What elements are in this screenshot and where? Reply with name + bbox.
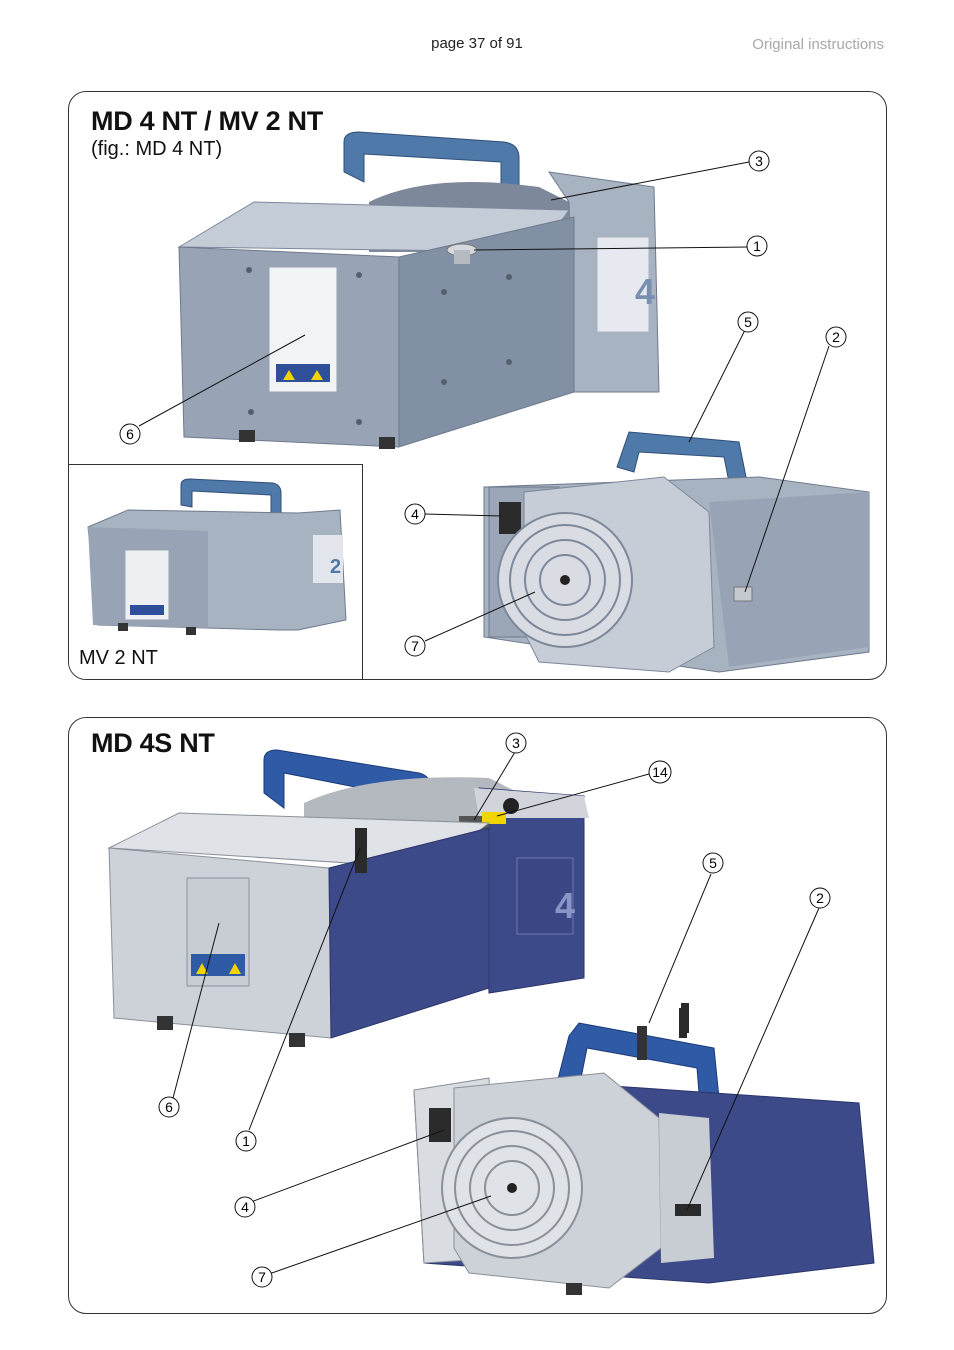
callout-markers-a: 3 1 5 2 6 4 7	[119, 150, 847, 657]
callout-3-a: 3	[748, 150, 770, 172]
svg-text:1: 1	[242, 1133, 250, 1149]
inset-label: MV 2 NT	[79, 647, 158, 669]
callout-5-a: 5	[737, 311, 759, 333]
inset-model-digit: 2	[330, 556, 341, 578]
callout-1-a: 1	[746, 235, 768, 257]
panel-md4nt-mv2nt: MD 4 NT / MV 2 NT (fig.: MD 4 NT) 4	[68, 91, 887, 680]
svg-text:3: 3	[755, 153, 763, 169]
svg-text:6: 6	[126, 426, 134, 442]
svg-text:5: 5	[744, 314, 752, 330]
panel-title: MD 4S NT	[91, 728, 215, 758]
pump-illustrations-a: 4	[138, 131, 870, 673]
callout-5-b: 5	[702, 852, 724, 874]
callout-6-b: 6	[158, 1096, 180, 1118]
callout-4-b: 4	[234, 1196, 256, 1218]
callout-6-a: 6	[119, 423, 141, 445]
model-digit-b: 4	[555, 885, 575, 926]
svg-text:7: 7	[258, 1269, 266, 1285]
panel-md4snt: MD 4S NT 4	[68, 717, 887, 1314]
svg-text:4: 4	[411, 506, 419, 522]
pump-md4nt-image: 4	[177, 131, 660, 449]
callout-3-b: 3	[505, 732, 527, 754]
page-number: page 37 of 91	[431, 35, 523, 52]
callout-2-a: 2	[825, 326, 847, 348]
svg-text:7: 7	[411, 638, 419, 654]
svg-text:1: 1	[753, 238, 761, 254]
pump-md4snt-image: 4	[107, 749, 589, 1047]
pump-illustrations-b: 4	[107, 732, 875, 1295]
callout-2-b: 2	[809, 887, 831, 909]
model-digit: 4	[635, 271, 655, 312]
inset-mv2nt: 2 MV 2 NT	[69, 464, 363, 679]
callouts-a	[138, 161, 830, 593]
svg-text:6: 6	[165, 1099, 173, 1115]
callout-lines-b	[172, 751, 820, 1275]
svg-text:3: 3	[512, 735, 520, 751]
callout-14-b: 14	[648, 760, 672, 784]
callout-7-b: 7	[251, 1266, 273, 1288]
callout-lines-a2	[424, 513, 536, 642]
header-note: Original instructions	[752, 36, 884, 53]
svg-text:14: 14	[652, 764, 668, 780]
callout-7-a: 7	[404, 635, 426, 657]
svg-text:4: 4	[241, 1199, 249, 1215]
svg-text:2: 2	[832, 329, 840, 345]
svg-text:2: 2	[816, 890, 824, 906]
callout-1-b: 1	[235, 1130, 257, 1152]
pump-md4snt-rear-image	[413, 1003, 875, 1295]
panel-subtitle: (fig.: MD 4 NT)	[91, 138, 223, 160]
panel-title: MD 4 NT / MV 2 NT	[91, 106, 323, 136]
svg-text:5: 5	[709, 855, 717, 871]
pump-md4nt-rear-image	[483, 431, 870, 673]
callout-4-a: 4	[404, 503, 426, 525]
pump-mv2nt-image: 2	[87, 478, 347, 635]
